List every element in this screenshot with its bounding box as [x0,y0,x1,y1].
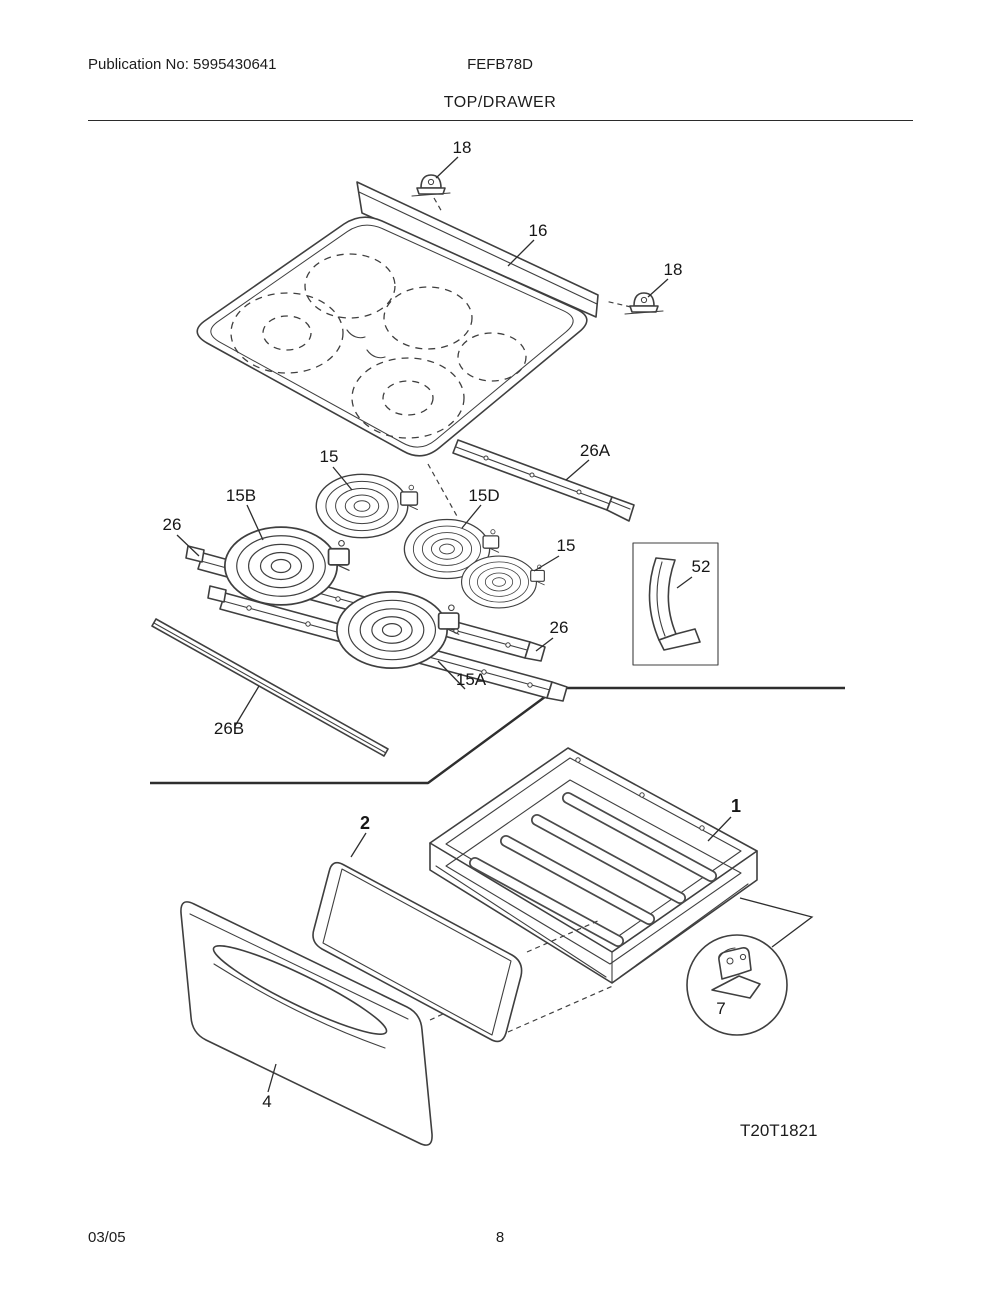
part-labels: 18 16 18 26A 15 15B 15D 26 15 52 26 15A 26B 2 1 7 4 [163,138,741,1111]
support-rail-26a [452,439,635,522]
trim-strip-26b [151,618,389,757]
drawing-number: T20T1821 [740,1121,818,1140]
maintop-glass-16 [196,181,599,519]
part-label-26-left: 26 [163,515,182,534]
part-label-18-top: 18 [453,138,472,157]
part-label-18-right: 18 [664,260,683,279]
header-rule [88,120,913,121]
publication-number: Publication No: 5995430641 [88,56,277,73]
part-label-15b: 15B [226,486,256,505]
model-number: FEFB78D [467,56,533,73]
section-divider [150,686,845,785]
part-label-26b: 26B [214,719,244,738]
footer-page-number: 8 [495,1229,505,1246]
part-label-15-right: 15 [557,536,576,555]
element-15-right [460,555,545,609]
element-15-top [315,473,419,539]
bracket-52-inset [632,542,719,666]
footer-date: 03/05 [88,1229,126,1246]
leader-lines [176,156,732,1093]
section-title: TOP/DRAWER [443,94,557,111]
part-label-15d: 15D [468,486,499,505]
part-label-2: 2 [360,813,370,833]
part-label-15a: 15A [456,670,487,689]
drawer-body-1 [429,747,758,984]
clamp-18-left [411,174,451,213]
part-label-26a: 26A [580,441,611,460]
alignment-dashes [429,919,616,1033]
clamp-18-right [604,292,664,315]
part-label-4: 4 [262,1092,271,1111]
drawer-inner-panel-2 [312,861,523,1043]
part-label-52: 52 [692,557,711,576]
burner-outlines [230,253,527,439]
part-label-26-right: 26 [550,618,569,637]
part-label-7: 7 [716,999,725,1018]
part-label-15-top: 15 [320,447,339,466]
drawer-front-panel-4 [180,901,433,1146]
part-label-16: 16 [529,221,548,240]
glide-detail-7 [686,897,814,1036]
part-label-1: 1 [731,796,741,816]
drawer-floor-ribs [469,792,717,947]
